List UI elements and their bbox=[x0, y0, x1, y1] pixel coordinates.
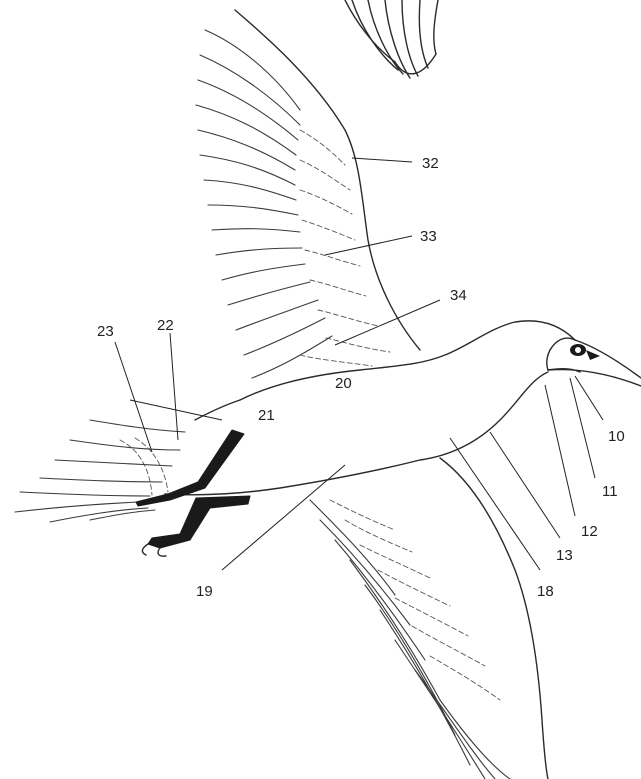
callout-20: 20 bbox=[335, 375, 352, 392]
leader-18 bbox=[450, 438, 540, 570]
callout-34: 34 bbox=[450, 287, 467, 304]
callout-12: 12 bbox=[581, 523, 598, 540]
leader-34 bbox=[335, 300, 440, 345]
callout-10: 10 bbox=[608, 428, 625, 445]
callout-13: 13 bbox=[556, 547, 573, 564]
tail bbox=[15, 420, 185, 522]
callout-32: 32 bbox=[422, 155, 439, 172]
callout-19: 19 bbox=[196, 583, 213, 600]
callout-23: 23 bbox=[97, 323, 114, 340]
leader-23 bbox=[115, 342, 152, 452]
leader-13 bbox=[490, 432, 560, 538]
callout-21: 21 bbox=[258, 407, 275, 424]
callout-11: 11 bbox=[602, 483, 618, 500]
leader-32 bbox=[352, 158, 412, 162]
leader-22 bbox=[170, 333, 178, 440]
leader-19 bbox=[222, 465, 345, 570]
leader-12 bbox=[545, 385, 575, 516]
lower-wing bbox=[310, 458, 548, 779]
callout-labels: 32 33 34 20 21 22 23 10 11 12 13 18 19 bbox=[97, 155, 625, 600]
top-partial-wing bbox=[345, 0, 438, 78]
body bbox=[165, 321, 641, 495]
callout-22: 22 bbox=[157, 317, 174, 334]
leader-11 bbox=[570, 378, 595, 478]
callout-18: 18 bbox=[537, 583, 554, 600]
callout-33: 33 bbox=[420, 228, 437, 245]
